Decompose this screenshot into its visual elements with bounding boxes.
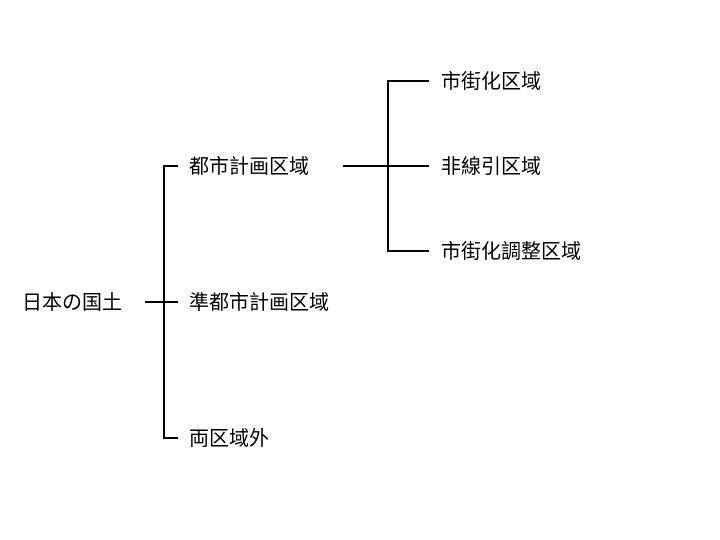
node-ryou-kuiki-gai: 両区域外 bbox=[189, 426, 269, 450]
node-toshi-keikaku: 都市計画区域 bbox=[189, 154, 309, 178]
node-root: 日本の国土 bbox=[22, 290, 122, 314]
node-jun-toshi-keikaku: 準都市計画区域 bbox=[189, 290, 329, 314]
node-shigaika: 市街化区域 bbox=[441, 69, 541, 93]
node-shigaika-chousei: 市街化調整区域 bbox=[441, 239, 581, 263]
node-hisenbiki: 非線引区域 bbox=[441, 154, 541, 178]
